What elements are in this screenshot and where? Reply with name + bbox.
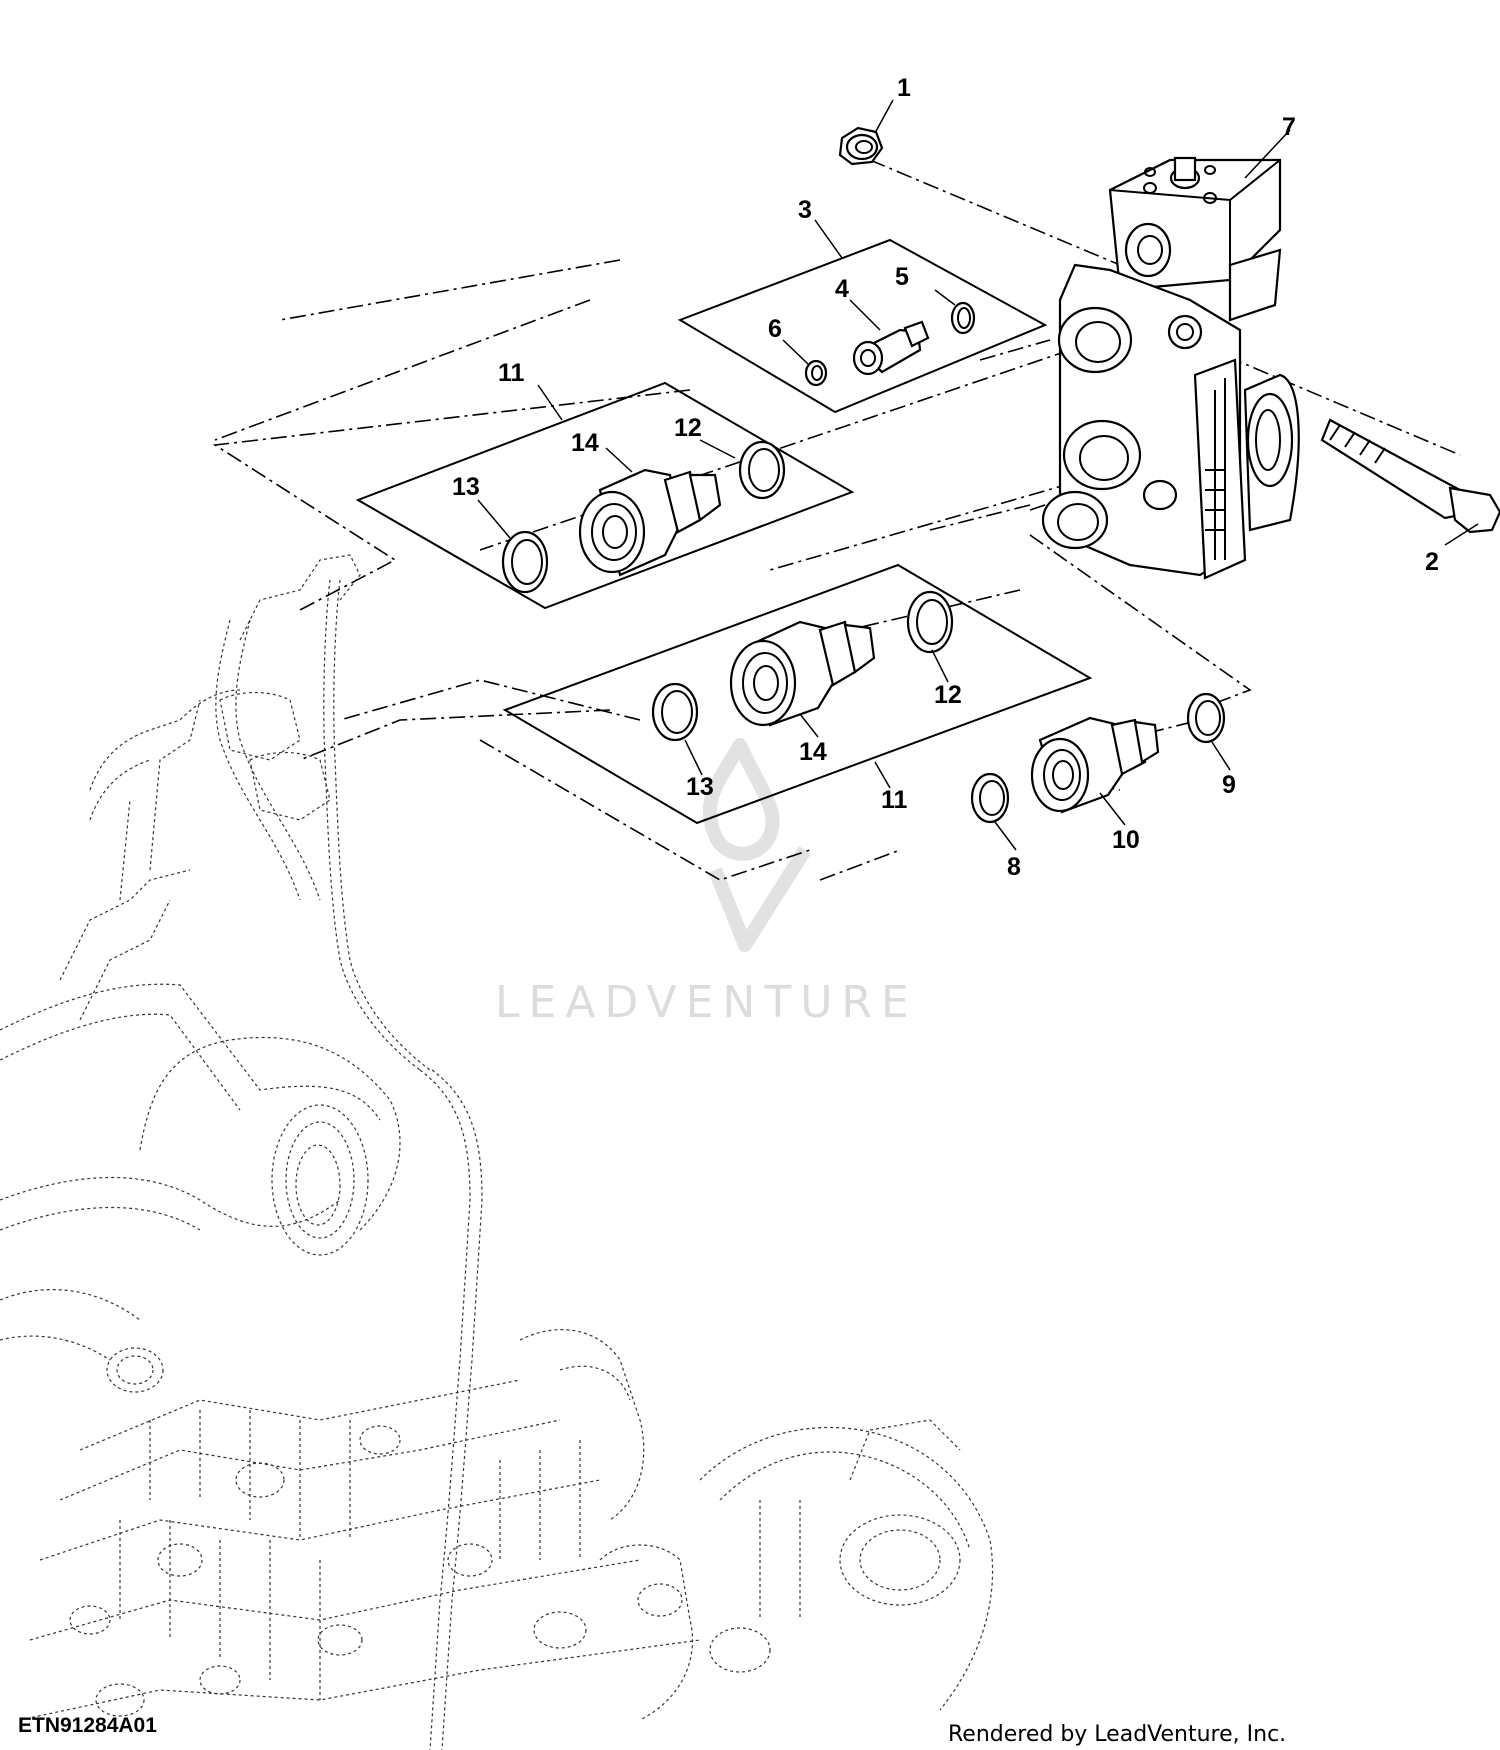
- parts-small-orings: [804, 301, 976, 387]
- leader-lines: [477, 99, 1479, 851]
- callout-12-lower[interactable]: 12: [934, 681, 962, 709]
- engine-ghost: [0, 554, 994, 1750]
- callout-13-upper[interactable]: 13: [452, 473, 480, 501]
- callout-14-upper[interactable]: 14: [571, 429, 599, 457]
- kit-box-11-upper: [355, 381, 855, 610]
- callout-11-upper[interactable]: 11: [498, 359, 525, 387]
- part-bolt: [1320, 418, 1500, 534]
- watermark: LEADVENTURE: [495, 738, 918, 1028]
- callout-11-lower[interactable]: 11: [881, 786, 908, 814]
- watermark-text: LEADVENTURE: [495, 977, 918, 1028]
- callout-7[interactable]: 7: [1282, 113, 1296, 141]
- kit-box-3: [677, 238, 1048, 414]
- part-oring-6: [804, 359, 828, 387]
- callout-1[interactable]: 1: [897, 74, 911, 102]
- callout-8[interactable]: 8: [1007, 853, 1021, 881]
- callout-5[interactable]: 5: [895, 263, 909, 291]
- figure-code: ETN91284A01: [18, 1714, 157, 1737]
- part-oring-12-lower: [906, 590, 954, 654]
- watermark-logo: [702, 738, 811, 952]
- part-oring-13-lower: [651, 682, 699, 742]
- callout-3[interactable]: 3: [798, 196, 812, 224]
- part-fitting-14-lower: [729, 639, 797, 727]
- part-oring-9: [1186, 692, 1226, 744]
- part-oring-13-upper: [501, 530, 549, 594]
- part-flange-nut: [838, 126, 884, 166]
- callout-2[interactable]: 2: [1425, 548, 1439, 576]
- kit-boxes: [355, 238, 1093, 825]
- part-oring-12-upper: [738, 440, 786, 500]
- callout-12-upper[interactable]: 12: [674, 414, 702, 442]
- kit-box-11-lower: [502, 563, 1093, 825]
- footer-credit: Rendered by LeadVenture, Inc.: [948, 1722, 1286, 1747]
- callout-6[interactable]: 6: [768, 315, 782, 343]
- callouts: 1 2 3 4 5 6 7 8 9 10 11 12 13 14 11 12 1…: [452, 74, 1439, 881]
- lower-kit-parts: [651, 590, 954, 742]
- callout-14-lower[interactable]: 14: [799, 738, 827, 766]
- part-valve-assembly: [1041, 156, 1300, 580]
- part-fitting-14-upper: [578, 490, 646, 574]
- callout-10[interactable]: 10: [1112, 826, 1140, 854]
- part-oring-8: [970, 772, 1010, 824]
- callout-9[interactable]: 9: [1222, 771, 1236, 799]
- callout-13-lower[interactable]: 13: [686, 773, 714, 801]
- upper-kit-parts: [501, 440, 786, 594]
- callout-4[interactable]: 4: [835, 275, 849, 303]
- part-adapter-small: [852, 320, 930, 376]
- side-fitting-parts: [970, 692, 1226, 824]
